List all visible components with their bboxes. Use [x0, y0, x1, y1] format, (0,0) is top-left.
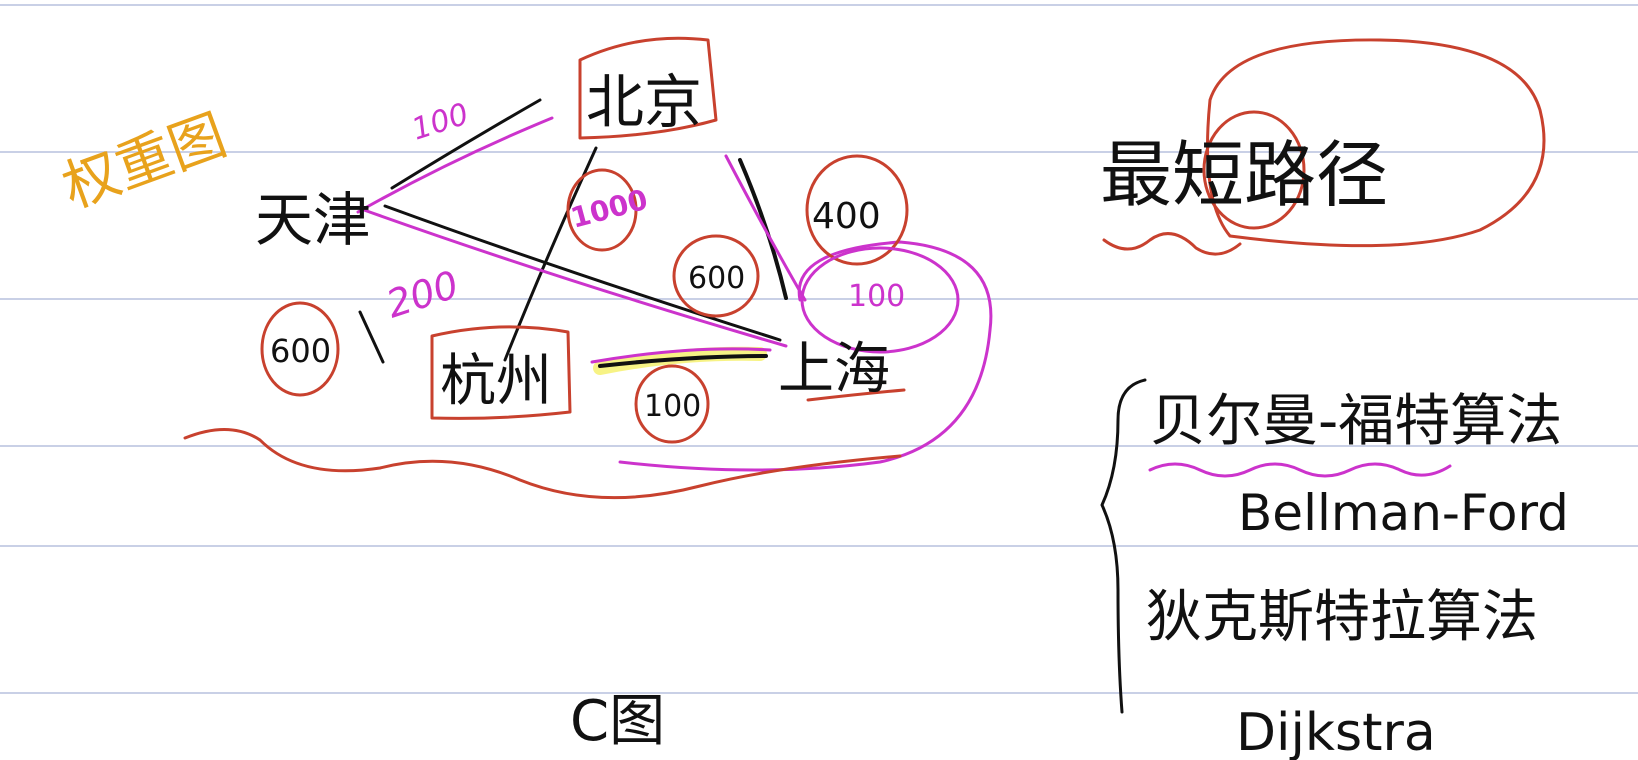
weight-tj-hz-a: 600: [270, 332, 331, 370]
algo1-wavy-underline: [1148, 462, 1452, 478]
magenta-path-hangzhou-shanghai: [590, 347, 772, 364]
algo1-chinese: 贝尔曼-福特算法: [1150, 389, 1562, 454]
ruled-line: [0, 445, 1638, 447]
weight-bj-hz: 1000: [567, 183, 651, 235]
cloud-outline: [1206, 38, 1546, 248]
wavy-underline-heading: [1102, 232, 1242, 256]
circle-weight-bj-sh: [805, 154, 909, 266]
weight-shanghai: 100: [848, 279, 905, 314]
ruled-line: [0, 298, 1638, 300]
circle-weight-tj-hz-a: [260, 301, 340, 397]
algo1-english: Bellman-Ford: [1238, 484, 1569, 542]
heading-shortest-path: 最短路径: [1100, 133, 1388, 217]
weight-bj-sh: 400: [812, 196, 881, 237]
node-hangzhou: 杭州: [440, 349, 552, 414]
algo2-english: Dijkstra: [1236, 703, 1436, 760]
graph-caption: C图: [570, 689, 665, 754]
weight-tj-hz-b: 200: [381, 262, 464, 326]
ruled-line: [0, 692, 1638, 694]
circle-weight-tj-sh: [672, 234, 760, 318]
ruled-line: [0, 4, 1638, 6]
box-hangzhou: [430, 325, 572, 420]
node-beijing: 北京: [586, 68, 702, 136]
graph-title: 权重图: [55, 103, 235, 222]
edge-tianjin-hangzhou: [358, 310, 385, 364]
wavy-underline-graph: [183, 428, 902, 500]
box-beijing: [578, 36, 718, 140]
shortest-path-heading: 最短路径: [1100, 38, 1546, 256]
circle-weight-bj-hz: [566, 168, 638, 252]
circle-short-char: [1202, 110, 1306, 230]
underline-shanghai: [806, 388, 906, 402]
red-annotations: [183, 36, 909, 500]
circle-weight-hz-sh: [634, 364, 710, 444]
circle-weight-shanghai: [800, 246, 960, 354]
edge-beijing-shanghai: [738, 158, 788, 300]
weight-tj-sh: 600: [688, 261, 745, 296]
ruled-line: [0, 545, 1638, 547]
magenta-path-beijing-shanghai: [724, 154, 807, 302]
magenta-path-tianjin-beijing: [356, 116, 554, 214]
edge-tianjin-beijing: [390, 98, 542, 190]
edge-hangzhou-shanghai: [598, 354, 768, 368]
algo2-chinese: 狄克斯特拉算法: [1146, 585, 1538, 650]
node-tianjin: 天津: [255, 186, 371, 254]
node-shanghai: 上海: [778, 337, 890, 402]
edge-tianjin-shanghai: [383, 204, 782, 342]
weight-tj-bj: 100: [408, 97, 473, 148]
weight-hz-sh: 100: [644, 389, 701, 424]
curly-brace: [1100, 378, 1147, 714]
magenta-path-tianjin-shanghai: [362, 208, 788, 348]
ruled-line: [0, 151, 1638, 153]
